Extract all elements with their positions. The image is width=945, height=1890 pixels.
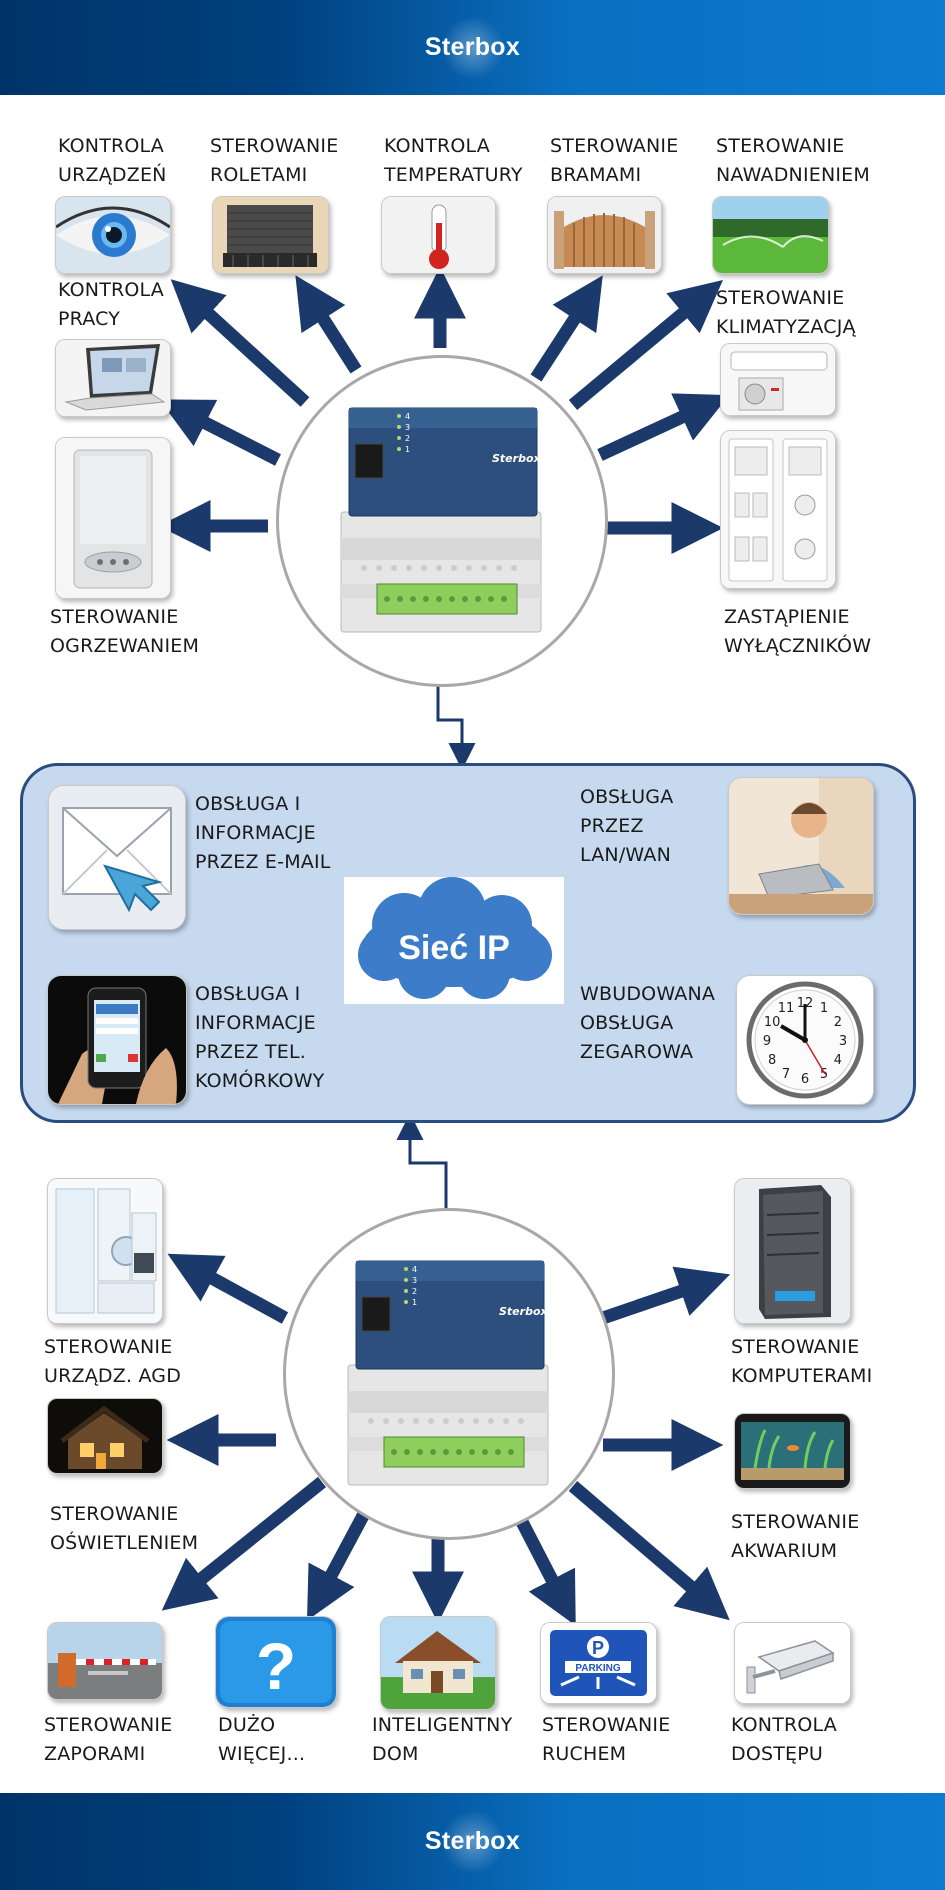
svg-text:?: ?	[256, 1629, 296, 1703]
barrier-image	[47, 1622, 163, 1700]
house-night-image	[47, 1398, 163, 1474]
laptop-image	[55, 339, 171, 417]
cloud-label: Sieć IP	[398, 929, 510, 967]
arrow-to-klimatyzacja	[597, 393, 730, 461]
aquarium-image	[734, 1413, 851, 1489]
sterbox-device-icon: 4 3 2 1 Sterbox	[347, 1260, 549, 1486]
svg-text:2: 2	[405, 434, 410, 443]
svg-text:PARKING: PARKING	[575, 1663, 621, 1674]
svg-text:4: 4	[412, 1265, 417, 1274]
cloud-icon: Sieć IP	[358, 877, 552, 999]
appliances-image	[47, 1178, 163, 1324]
svg-text:3: 3	[405, 423, 410, 432]
svg-text:1: 1	[412, 1298, 417, 1307]
cctv-camera-image	[734, 1622, 851, 1704]
svg-text:P: P	[592, 1638, 604, 1658]
arrow-to-komputery	[600, 1266, 731, 1325]
clock-number: 1	[820, 1001, 828, 1016]
switches-image	[720, 430, 836, 589]
sprinkler-image	[712, 196, 829, 274]
bottom-hub-circle: 4 3 2 1 Sterbox	[283, 1208, 615, 1540]
clock-number: 7	[782, 1067, 790, 1082]
parking-sign-image: P PARKING	[540, 1622, 657, 1704]
clock-number: 3	[839, 1034, 847, 1049]
computer-tower-image	[734, 1178, 851, 1324]
gate-image	[547, 196, 662, 274]
thermometer-image	[381, 196, 496, 274]
eye-image	[55, 196, 171, 274]
question-mark-image: ?	[215, 1616, 337, 1708]
clock-number: 10	[764, 1015, 781, 1030]
svg-text:4: 4	[405, 412, 410, 421]
connector-bottom-hub-to-network	[396, 1113, 448, 1210]
svg-text:1: 1	[405, 445, 410, 454]
svg-text:Sterbox: Sterbox	[499, 1305, 548, 1318]
clock-number: 2	[834, 1015, 842, 1030]
brand-logo-footer: Sterbox	[424, 1809, 521, 1874]
sterbox-device-icon: 4 3 2 1 Sterbox	[340, 407, 542, 633]
clock-number: 5	[820, 1067, 828, 1082]
svg-text:2: 2	[412, 1287, 417, 1296]
clock-number: 9	[763, 1034, 771, 1049]
arrow-to-agd	[167, 1253, 289, 1324]
top-hub-circle: 4 3 2 1 Sterbox	[276, 355, 608, 687]
clock-number: 11	[778, 1001, 795, 1016]
svg-text:Sterbox: Sterbox	[492, 452, 541, 465]
clock-number: 12	[797, 996, 814, 1011]
email-image	[48, 785, 186, 930]
cloud-box: Sieć IP	[344, 877, 564, 1004]
man-laptop-image	[728, 777, 874, 915]
mobile-phone-image	[47, 975, 187, 1105]
brand-logo: Sterbox	[424, 15, 521, 80]
boiler-image	[55, 437, 171, 599]
footer-bar: Sterbox	[0, 1793, 945, 1890]
svg-text:3: 3	[412, 1276, 417, 1285]
clock-number: 6	[801, 1072, 809, 1087]
clock-number: 4	[834, 1053, 842, 1068]
air-conditioner-image	[720, 343, 836, 416]
clock-number: 8	[768, 1053, 776, 1068]
header-bar: Sterbox	[0, 0, 945, 95]
house-image	[380, 1616, 496, 1710]
roller-blinds-image	[212, 196, 329, 274]
arrow-to-kontrola-pracy	[159, 399, 281, 466]
